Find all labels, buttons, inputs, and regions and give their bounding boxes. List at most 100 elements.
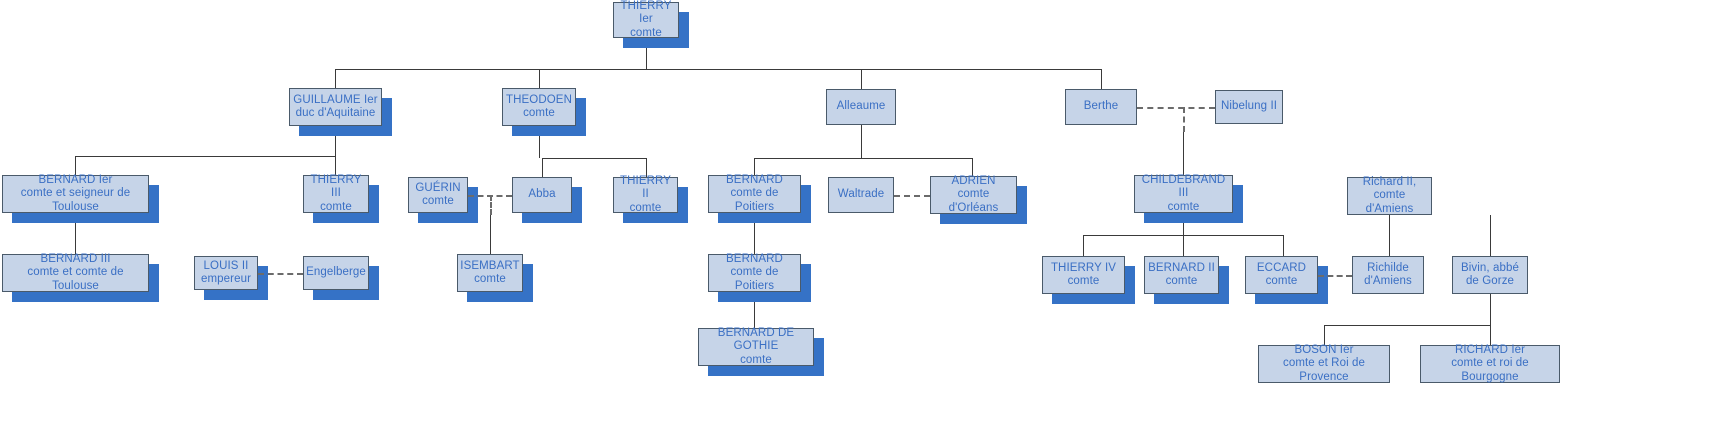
person-name: Abba [528, 188, 556, 201]
descent-line [1101, 69, 1102, 89]
person-name: THIERRY III [310, 173, 362, 200]
person-name: BERNARD [726, 252, 783, 265]
marriage-line [1318, 275, 1352, 277]
person-name: Alleaume [836, 100, 886, 113]
person-title: comte de Poitiers [730, 187, 779, 213]
person-name: GUÉRIN [415, 181, 461, 194]
person-name: THIERRY II [620, 174, 671, 201]
marriage-line [1183, 107, 1185, 132]
person-name: Berthe [1083, 100, 1119, 113]
descent-line [1183, 235, 1184, 256]
descent-line [754, 213, 755, 254]
descent-line [1183, 213, 1184, 235]
person-node-berthe[interactable]: Berthe [1065, 89, 1137, 125]
descent-line [75, 213, 76, 254]
descent-line [75, 156, 336, 157]
descent-line [972, 158, 973, 176]
person-name: THIERRY Ier [620, 0, 672, 26]
person-title: comte [1167, 200, 1200, 213]
person-name: THEODOEN [506, 93, 572, 106]
descent-line [1490, 294, 1491, 325]
person-title: comte et Roi de Provence [1282, 357, 1366, 383]
person-title: comte [320, 200, 352, 213]
person-title: comte [1265, 275, 1298, 287]
descent-line [1083, 235, 1084, 256]
person-title: d'Amiens [1365, 202, 1414, 215]
person-title: comte [422, 195, 454, 207]
marriage-line [258, 273, 303, 275]
person-name: BERNARD II [1148, 261, 1215, 274]
descent-line [335, 156, 336, 175]
person-name: Engelberge [306, 266, 366, 279]
descent-line [754, 158, 972, 159]
descent-line [1324, 325, 1325, 345]
person-node-nibelung2[interactable]: Nibelung II [1215, 90, 1283, 124]
person-title: comte [1165, 275, 1198, 287]
person-node-waltrade[interactable]: Waltrade [828, 177, 894, 213]
person-name: RICHARD Ier [1454, 343, 1526, 356]
person-node-alleaume[interactable]: Alleaume [826, 89, 896, 125]
person-name: BOSON Ier [1294, 343, 1354, 356]
descent-line [646, 38, 647, 69]
person-title: comte [740, 353, 772, 366]
person-title: comte [629, 201, 662, 214]
person-title: d'Amiens [1364, 275, 1412, 287]
person-name: Waltrade [837, 188, 885, 201]
descent-line [542, 158, 543, 177]
descent-line [646, 158, 647, 177]
person-name: BERNARD DE GOTHIE [717, 326, 795, 353]
person-title: de Gorze [1465, 275, 1515, 287]
marriage-line [1137, 107, 1215, 109]
descent-line [861, 69, 862, 89]
descent-line [335, 69, 1101, 70]
person-node-engelberge[interactable]: Engelberge [303, 256, 369, 290]
person-title: comte et seigneur de Toulouse [20, 187, 131, 213]
person-node-abba[interactable]: Abba [512, 177, 572, 213]
person-name: Nibelung II [1220, 100, 1278, 113]
person-title: comte [1067, 275, 1100, 287]
descent-line [754, 158, 755, 175]
person-title: comte [523, 107, 555, 119]
descent-line [1389, 215, 1390, 256]
person-name: CHILDEBRAND III [1141, 173, 1226, 200]
person-title: comte [630, 26, 662, 39]
person-title: comte de Poitiers [730, 266, 779, 292]
person-title: comte et comte de Toulouse [27, 266, 124, 292]
descent-line [1490, 215, 1491, 256]
person-name: ECCARD [1256, 261, 1307, 274]
person-title: comte [474, 273, 506, 285]
descent-line [335, 126, 336, 156]
person-name: BERNARD III [40, 252, 111, 265]
person-name: LOUIS II [203, 259, 249, 272]
descent-line [754, 292, 755, 328]
marriage-line [894, 195, 930, 197]
person-title: duc d'Aquitaine [295, 107, 376, 119]
descent-line [335, 69, 336, 88]
descent-line [539, 69, 540, 88]
descent-line [539, 126, 540, 158]
